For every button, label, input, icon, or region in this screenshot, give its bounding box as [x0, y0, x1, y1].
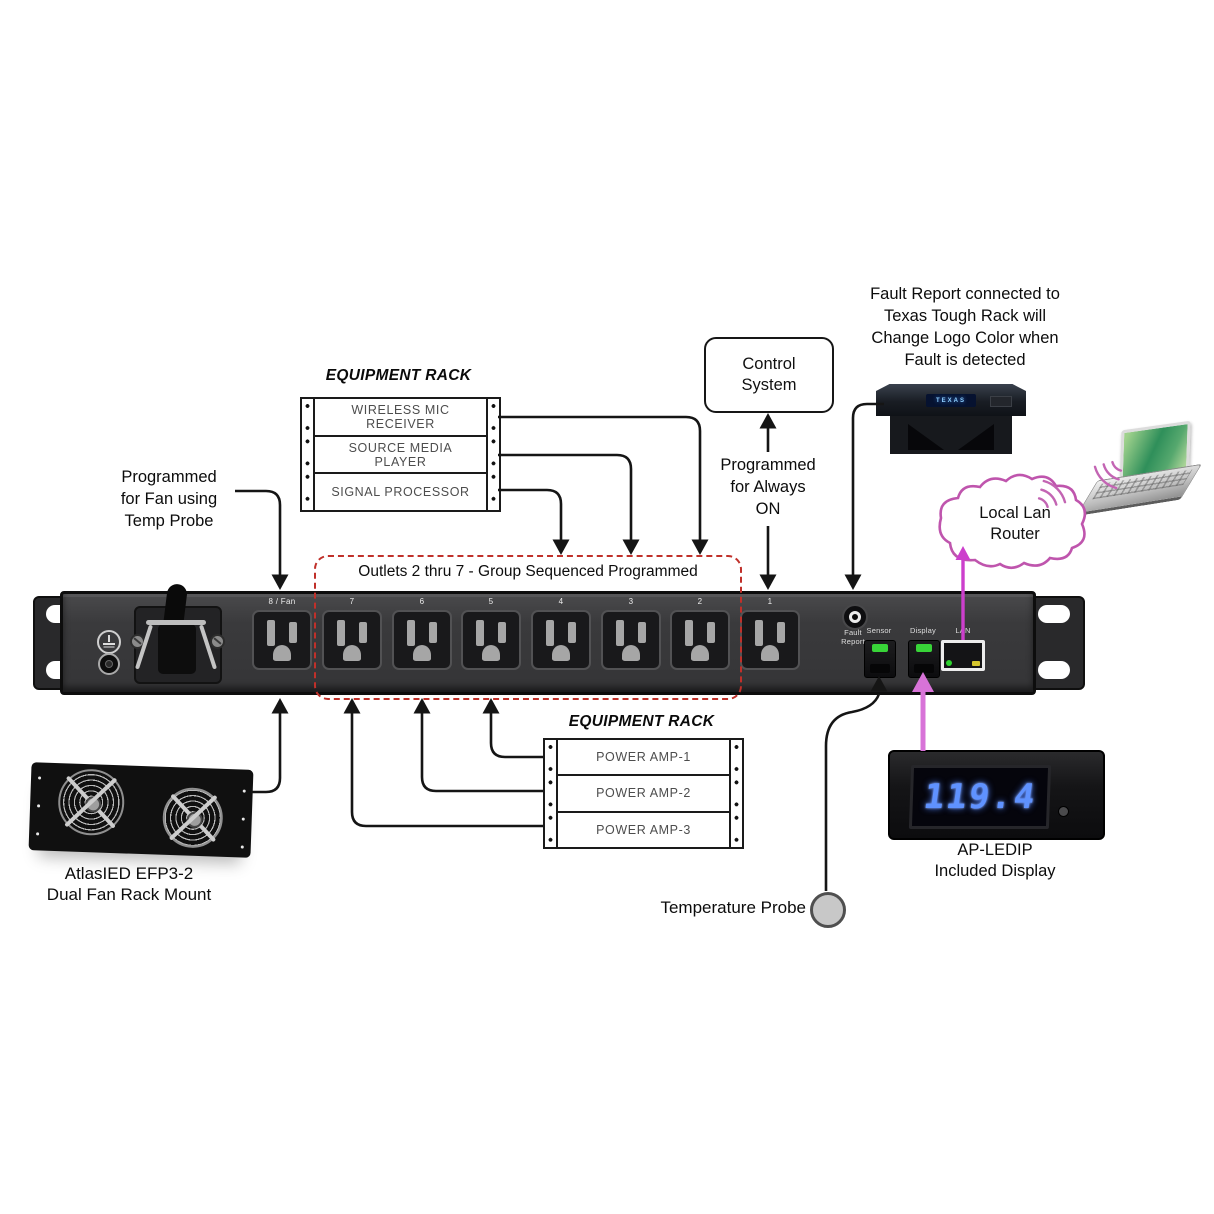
rack-unit-power-amp-3: POWER AMP-3	[596, 822, 691, 837]
group-sequenced-label: Outlets 2 thru 7 - Group Sequenced Progr…	[358, 563, 698, 580]
led-display-caption: AP-LEDIP Included Display	[934, 841, 1056, 880]
laptop-image	[1075, 420, 1203, 517]
rack-vent-right	[958, 424, 994, 450]
fan-panel-caption: AtlasIED EFP3-2 Dual Fan Rack Mount	[46, 864, 212, 904]
outlet-socket	[531, 610, 591, 670]
outlet-label: 4	[558, 597, 564, 606]
fault-note-text: Fault Report connected to Texas Tough Ra…	[870, 285, 1060, 369]
rack-unit-source-media: SOURCE MEDIA PLAYER	[315, 437, 486, 475]
fault-report-label: Fault Report	[841, 628, 865, 646]
rack-mini-display	[990, 396, 1012, 407]
lan-port	[941, 640, 985, 671]
rack-vent-left	[908, 424, 944, 450]
outlet-label: 7	[349, 597, 355, 606]
lan-label: LAN	[955, 626, 971, 635]
outlet-5: 5	[461, 597, 521, 670]
control-system-box: Control System	[704, 337, 834, 413]
outlet-label: 8 / Fan	[268, 597, 296, 606]
sensor-label: Sensor	[866, 626, 892, 635]
local-lan-router-cloud-label: Local Lan Router	[979, 504, 1051, 543]
outlet-label: 2	[697, 597, 703, 606]
outlet-socket	[252, 610, 312, 670]
outlet-socket	[740, 610, 800, 670]
texas-tough-rack-image: TEXAS	[876, 384, 1026, 456]
rack-rail-left	[302, 399, 315, 510]
rack-unit-power-amp-1: POWER AMP-1	[558, 740, 729, 777]
outlet-2: 2	[670, 597, 730, 670]
fan-programming-label: Programmed for Fan using Temp Probe	[120, 468, 218, 530]
equipment-rack-bottom: POWER AMP-1 POWER AMP-2 POWER AMP-3	[543, 738, 744, 849]
rack-rail-right	[486, 399, 499, 510]
rack-lower-body	[890, 416, 1012, 454]
texas-logo: TEXAS	[926, 394, 976, 407]
display-label: Display	[910, 626, 936, 635]
screw-icon	[210, 634, 225, 649]
display-jack	[908, 640, 940, 678]
ground-screw-icon	[97, 630, 121, 654]
cord-clamp-top	[146, 620, 206, 625]
outlet-4: 4	[531, 597, 591, 670]
aux-jack	[98, 653, 120, 675]
led-display-image: 119.4	[888, 750, 1105, 840]
outlet-label: 1	[767, 597, 773, 606]
outlet-label: 3	[628, 597, 634, 606]
temperature-probe-tip	[810, 892, 846, 928]
mounting-hole	[1038, 661, 1070, 679]
outlet-3: 3	[601, 597, 661, 670]
fan-grill-right	[161, 786, 224, 849]
outlet-6: 6	[392, 597, 452, 670]
outlet-socket	[392, 610, 452, 670]
outlet-8-fan: 8 / Fan	[252, 597, 312, 670]
rack-unit-wireless-mic: WIRELESS MIC RECEIVER	[315, 399, 486, 437]
equipment-rack-bottom-title: EQUIPMENT RACK	[568, 713, 715, 730]
fault-report-jack	[842, 604, 868, 630]
rack-unit-power-amp-2: POWER AMP-2	[558, 776, 729, 813]
laptop-keys	[1092, 469, 1193, 500]
outlet-socket	[461, 610, 521, 670]
rack-rail-left	[545, 740, 558, 847]
equipment-rack-top: WIRELESS MIC RECEIVER SOURCE MEDIA PLAYE…	[300, 397, 501, 512]
led-panel-button	[1058, 806, 1069, 817]
dual-fan-panel-image	[28, 762, 254, 858]
outlet-socket	[322, 610, 382, 670]
outlet-socket	[601, 610, 661, 670]
equipment-rack-top-title: EQUIPMENT RACK	[325, 367, 472, 384]
outlet-label: 6	[419, 597, 425, 606]
mounting-hole	[1038, 605, 1070, 623]
outlet-7: 7	[322, 597, 382, 670]
outlet-label: 5	[488, 597, 494, 606]
outlet-1: 1	[740, 597, 800, 670]
fan-panel-screws	[38, 776, 42, 780]
always-on-label: Programmed for Always ON	[720, 456, 816, 518]
temperature-probe-label: Temperature Probe	[660, 898, 806, 917]
fan-grill-left	[57, 768, 126, 837]
rack-unit-signal-processor: SIGNAL PROCESSOR	[331, 485, 470, 500]
led-window: 119.4	[908, 765, 1052, 829]
rack-rail-right	[729, 740, 742, 847]
power-plug	[158, 624, 196, 674]
outlet-socket	[670, 610, 730, 670]
led-value: 119.4	[921, 777, 1039, 817]
sensor-jack	[864, 640, 896, 678]
